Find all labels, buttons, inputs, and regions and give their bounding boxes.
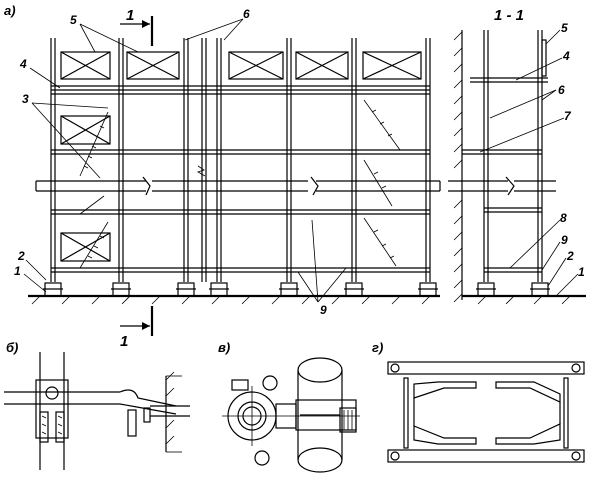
section-1-1 — [448, 29, 586, 305]
panel-label-a: а) — [4, 3, 16, 18]
callout-1: 1 — [14, 264, 21, 278]
section-callout-7: 7 — [564, 109, 572, 123]
section-callout-4: 4 — [562, 49, 570, 63]
section-title: 1 - 1 — [494, 7, 524, 24]
panel-label-v: в) — [218, 340, 230, 355]
section-callout-8: 8 — [560, 211, 567, 225]
section-callout-5: 5 — [561, 21, 568, 35]
callout-4: 4 — [19, 57, 27, 71]
front-elevation — [23, 16, 441, 336]
callout-6: 6 — [243, 7, 250, 21]
callout-5: 5 — [70, 13, 77, 27]
section-cut-marks — [120, 16, 154, 336]
section-mark-bottom: 1 — [120, 333, 128, 350]
callout-3: 3 — [22, 92, 29, 106]
section-callout-1: 1 — [578, 265, 585, 279]
material-boxes — [60, 51, 422, 262]
section-mark-top: 1 — [126, 7, 134, 24]
base-shoes — [43, 282, 438, 297]
panel-label-g: г) — [372, 340, 383, 355]
callout-9: 9 — [320, 303, 327, 317]
callout-2: 2 — [17, 249, 25, 263]
panel-label-b: б) — [6, 340, 18, 355]
detail-g-frame — [387, 361, 585, 463]
section-callout-2: 2 — [566, 249, 574, 263]
detail-b-tie-anchor — [4, 352, 190, 470]
section-callout-6: 6 — [558, 83, 565, 97]
detail-v-coupler — [222, 357, 360, 473]
section-callout-9: 9 — [561, 233, 568, 247]
